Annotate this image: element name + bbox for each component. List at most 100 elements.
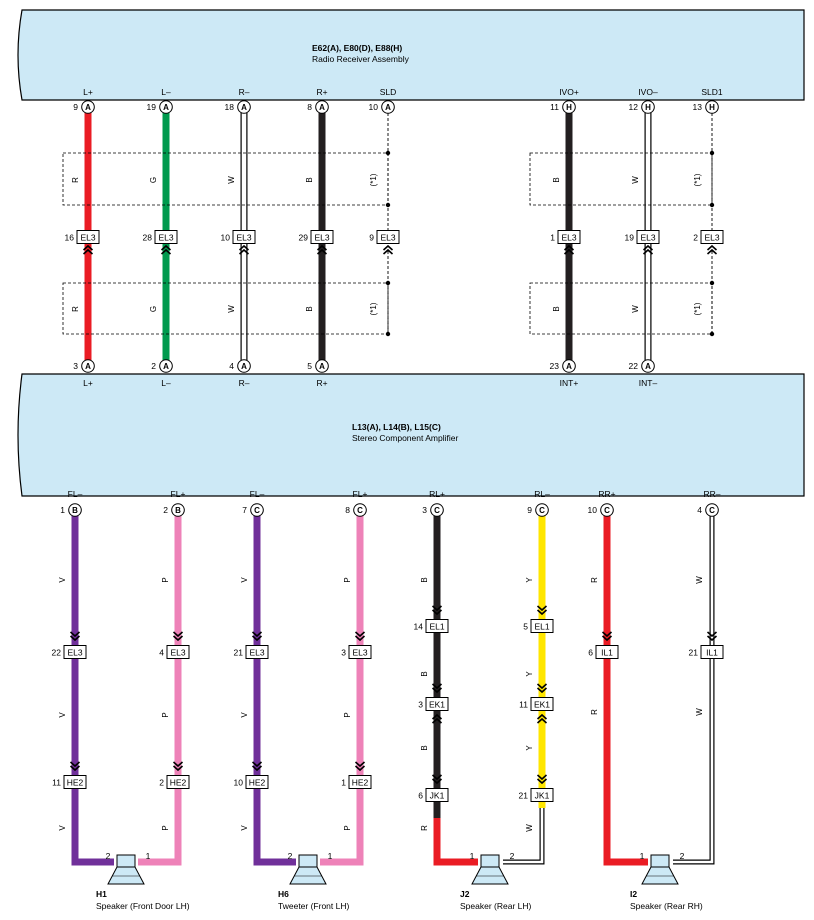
speaker-0 — [107, 854, 145, 885]
speaker-3-pin-left: 1 — [640, 851, 645, 861]
radio-pin-7-letter: H — [709, 103, 715, 112]
lower-connector-7-chevron-0 — [354, 761, 366, 768]
lower-connector-7-chevron-1 — [354, 765, 366, 772]
ec-connector-4-chevron-0 — [382, 248, 394, 255]
ec-connector-5-box — [557, 230, 581, 244]
lower-connector-11-chevron-0 — [536, 605, 548, 612]
radio-pin-2-letter: A — [241, 103, 247, 112]
radio-pin-label-2: R– — [239, 87, 250, 97]
lower-connector-1-num: 4 — [159, 648, 164, 658]
lower-wire-code-0-0: V — [58, 577, 67, 583]
lower-wire-code-3-1: P — [343, 712, 352, 717]
lower-wire-code-5-1: Y — [525, 671, 534, 677]
lower-connector-0-num: 22 — [52, 648, 62, 658]
ec-connector-6-id: EL3 — [640, 233, 655, 243]
amp-top-pin-num-5: 22 — [629, 361, 639, 371]
amp-bottom-pin-7-letter: C — [709, 506, 715, 515]
amplifier-panel-shape — [17, 373, 805, 497]
lower-connector-12-id: EK1 — [534, 700, 550, 710]
amp-bottom-pin-label-5: RL– — [534, 489, 550, 499]
ec-connector-5-num: 1 — [550, 233, 555, 243]
lower-connector-4-chevron-1 — [69, 765, 81, 772]
upper-wire-code-top-4: (*1) — [369, 173, 378, 186]
radio-pin-num-3: 8 — [307, 102, 312, 112]
lower-connector-8-num: 14 — [414, 622, 424, 632]
amp-top-pin-num-4: 23 — [550, 361, 560, 371]
ec-connector-2-chevron-0 — [238, 248, 250, 255]
lower-connector-6-chevron-0 — [251, 761, 263, 768]
lower-connector-1-box — [166, 645, 190, 659]
amp-top-pin-label-0: L+ — [83, 378, 93, 388]
lower-wire-code-2-0: V — [240, 577, 249, 583]
lower-connector-11-num: 5 — [523, 622, 528, 632]
radio-name: Radio Receiver Assembly — [312, 54, 410, 64]
speaker-3-cone — [641, 866, 679, 885]
ec-connector-3-num: 29 — [299, 233, 309, 243]
speaker-0-magnet — [116, 854, 136, 868]
rear-rh-wire-white — [673, 516, 714, 864]
lower-connector-10-num: 6 — [418, 791, 423, 801]
lower-connector-2-chevron-1 — [251, 635, 263, 642]
ec-connector-7-num: 2 — [693, 233, 698, 243]
lower-connector-14-num: 6 — [588, 648, 593, 658]
amp-bottom-pin-label-0: FL– — [68, 489, 83, 499]
ec-connector-0-num: 16 — [65, 233, 75, 243]
amp-top-pin-4-circle — [562, 359, 576, 373]
rear-lh-wire-red — [433, 818, 478, 866]
amp-top-pin-1-circle — [159, 359, 173, 373]
ek1-up-9-chevron-0 — [431, 717, 443, 724]
ec-connector-2-chevron-1 — [238, 244, 250, 251]
shield-dot-top-2 — [709, 150, 715, 156]
radio-pin-4-circle — [381, 100, 395, 114]
amp-bottom-pin-label-3: FL+ — [353, 489, 368, 499]
amp-top-pin-2-letter: A — [241, 362, 247, 371]
upper-wire-code-top-6: W — [631, 176, 640, 184]
ec-connector-7-id: EL3 — [704, 233, 719, 243]
lower-connector-5-num: 2 — [159, 778, 164, 788]
ec-connector-1-chevron-1 — [160, 244, 172, 251]
amp-top-pin-label-2: R– — [239, 378, 250, 388]
radio-pin-num-7: 13 — [693, 102, 703, 112]
amp-top-pin-label-4: INT+ — [560, 378, 579, 388]
amp-top-pin-num-2: 4 — [229, 361, 234, 371]
lower-connector-4-num: 11 — [52, 778, 61, 788]
lower-connector-12-chevron-0 — [536, 683, 548, 690]
lower-wire-code-1-2: P — [161, 825, 170, 830]
lower-wire-code-6-0: R — [590, 577, 599, 583]
ek1-up-12-chevron-1 — [536, 713, 548, 720]
speaker-3-magnet — [650, 854, 670, 868]
upper-wire-code-bottom-1: G — [149, 306, 158, 312]
amp-top-pin-5-letter: A — [645, 362, 651, 371]
lower-wire-code-1-0: P — [161, 577, 170, 582]
shield-dot-top-0 — [385, 150, 391, 156]
lower-connector-9-id: EK1 — [429, 700, 445, 710]
radio-pin-6-circle — [641, 100, 655, 114]
lower-connector-0-chevron-0 — [69, 631, 81, 638]
speaker-1-cone — [289, 866, 327, 885]
lower-connector-5-id: HE2 — [170, 778, 187, 788]
front-wire-pos-0 — [138, 516, 182, 866]
amp-bottom-pin-num-7: 4 — [697, 505, 702, 515]
speaker-1-name: Tweeter (Front LH) — [278, 901, 349, 911]
lower-connector-15-num: 21 — [689, 648, 699, 658]
amp-bottom-pin-num-2: 7 — [242, 505, 247, 515]
amp-bottom-pin-label-1: FL+ — [171, 489, 186, 499]
lower-connector-7-box — [348, 775, 372, 789]
lower-connector-1-id: EL3 — [170, 648, 185, 658]
radio-receiver-panel: E62(A), E80(D), E88(H) Radio Receiver As… — [17, 9, 805, 101]
radio-pin-label-5: IVO+ — [559, 87, 579, 97]
lower-connector-12-chevron-1 — [536, 687, 548, 694]
lower-connector-1-chevron-1 — [172, 635, 184, 642]
lower-connector-9-num: 3 — [418, 700, 423, 710]
radio-pin-num-0: 9 — [73, 102, 78, 112]
amp-bottom-pin-num-3: 8 — [345, 505, 350, 515]
amp-bottom-pin-4-letter: C — [434, 506, 440, 515]
upper-wire-code-bottom-5: B — [552, 306, 561, 311]
speaker-1-magnet — [298, 854, 318, 868]
amp-top-pin-3-circle — [315, 359, 329, 373]
ek1-up-9-chevron-1 — [431, 713, 443, 720]
shield-dot-bottom-0 — [385, 202, 391, 208]
amp-name: Stereo Component Amplifier — [352, 433, 458, 443]
amp-top-pin-label-1: L– — [161, 378, 171, 388]
amp-top-pin-0-circle — [81, 359, 95, 373]
